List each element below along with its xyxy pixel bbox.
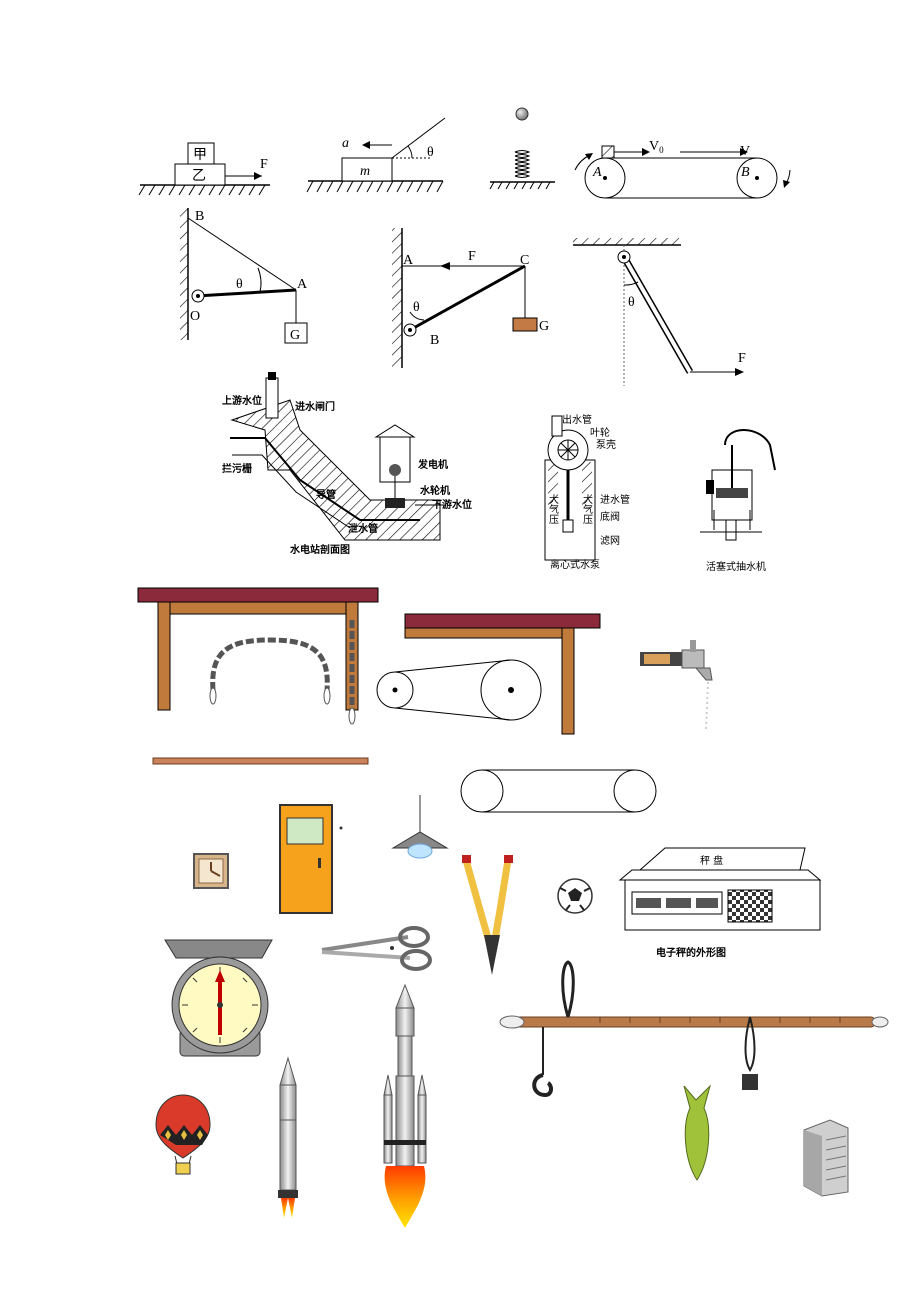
centrifugal-pump-diagram: 出水管 叶轮 泵壳 大气压 大气压 进水管 底阀 滤网 离心式水泵 <box>544 413 630 571</box>
stacked-blocks-diagram: 甲 乙 F <box>138 142 270 196</box>
belt-pulley-table-icon <box>376 613 601 735</box>
penstock-label: 导管 <box>316 488 336 501</box>
casing-label: 泵壳 <box>596 438 616 451</box>
pivot-label: O <box>190 309 200 324</box>
force-label: F <box>738 351 746 366</box>
trash-rack-label: 拦污栅 <box>222 462 252 475</box>
upstream-label: 上游水位 <box>222 394 262 407</box>
bottom-block-label: 乙 <box>192 168 206 184</box>
pan-label: 秤 盘 <box>700 854 723 867</box>
hot-air-balloon-icon <box>155 1094 211 1175</box>
ruler-stick-icon <box>152 757 369 765</box>
force-label: F <box>468 249 476 264</box>
dial-scale-icon <box>164 939 273 1057</box>
pivot-label: B <box>430 333 439 348</box>
filter-label: 滤网 <box>600 534 620 547</box>
atm-right-label: 大气压 <box>581 493 593 525</box>
accel-label: a <box>342 136 349 151</box>
angle-label: θ <box>413 300 420 315</box>
pulley-a-label: A <box>592 165 602 180</box>
hydro-station-diagram: 上游水位 进水闸门 拦污栅 导管 发电机 水轮机 下游水位 泄水管 水电站剖面图 <box>222 372 472 556</box>
scale-caption: 电子秤的外形图 <box>656 946 726 959</box>
atm-left-label: 大气压 <box>547 493 559 525</box>
spillway-label: 泄水管 <box>348 522 378 535</box>
ball-spring-diagram <box>489 107 555 190</box>
mass-label: m <box>360 164 370 179</box>
piston-pump-diagram: 活塞式抽水机 <box>700 429 776 573</box>
rocket-small-icon <box>278 1056 298 1218</box>
end-label: C <box>520 253 529 268</box>
ceiling-lamp-icon <box>391 795 449 859</box>
angle-label: θ <box>236 277 243 292</box>
angle-label: θ <box>628 295 635 310</box>
pliers-icon <box>462 855 513 975</box>
conveyor-belt-diagram: V0 V A B <box>574 139 791 199</box>
top-block-label: 甲 <box>193 148 207 163</box>
soccer-ball-icon <box>557 878 593 914</box>
intake-gate-label: 进水闸门 <box>295 400 335 413</box>
v0-label: V0 <box>649 139 664 155</box>
inlet-pipe-label: 进水管 <box>600 493 630 506</box>
door-icon <box>279 804 343 914</box>
hydro-caption: 水电站剖面图 <box>289 543 350 556</box>
angle-label: θ <box>427 145 434 160</box>
top-label: A <box>403 253 414 268</box>
generator-label: 发电机 <box>417 458 448 471</box>
piston-pump-caption: 活塞式抽水机 <box>706 560 766 573</box>
end-label: A <box>297 277 308 292</box>
block-pulled-diagram: m θ a <box>306 117 446 193</box>
belt-loop-icon <box>460 769 657 813</box>
electronic-scale-icon: 秤 盘 电子秤的外形图 <box>618 847 822 959</box>
turbine-label: 水轮机 <box>419 484 450 497</box>
wall-rod-diagram: A F C θ B G <box>392 228 549 368</box>
weight-label: G <box>539 319 549 334</box>
fish-icon <box>683 1084 711 1181</box>
outlet-pipe-label: 出水管 <box>562 413 592 426</box>
wall-clock-icon <box>193 853 229 889</box>
rocket-large-icon <box>383 983 427 1228</box>
steelyard-icon <box>499 960 889 1098</box>
building-icon <box>803 1119 849 1197</box>
impeller-label: 叶轮 <box>590 426 610 439</box>
force-label: F <box>260 157 268 172</box>
scissors-icon <box>321 926 432 971</box>
pulley-b-label: B <box>741 165 750 180</box>
v-label: V <box>740 144 750 159</box>
table-chain-icon <box>137 587 379 725</box>
faucet-icon <box>640 640 713 731</box>
weight-label: G <box>290 328 300 343</box>
downstream-label: 下游水位 <box>432 498 472 511</box>
bottom-valve-label: 底阀 <box>600 510 620 523</box>
wall-bracket-diagram: B A O θ G <box>180 208 308 344</box>
hanging-rod-diagram: θ F <box>573 238 746 386</box>
pump-caption: 离心式水泵 <box>550 558 600 571</box>
wall-top-label: B <box>195 209 204 224</box>
